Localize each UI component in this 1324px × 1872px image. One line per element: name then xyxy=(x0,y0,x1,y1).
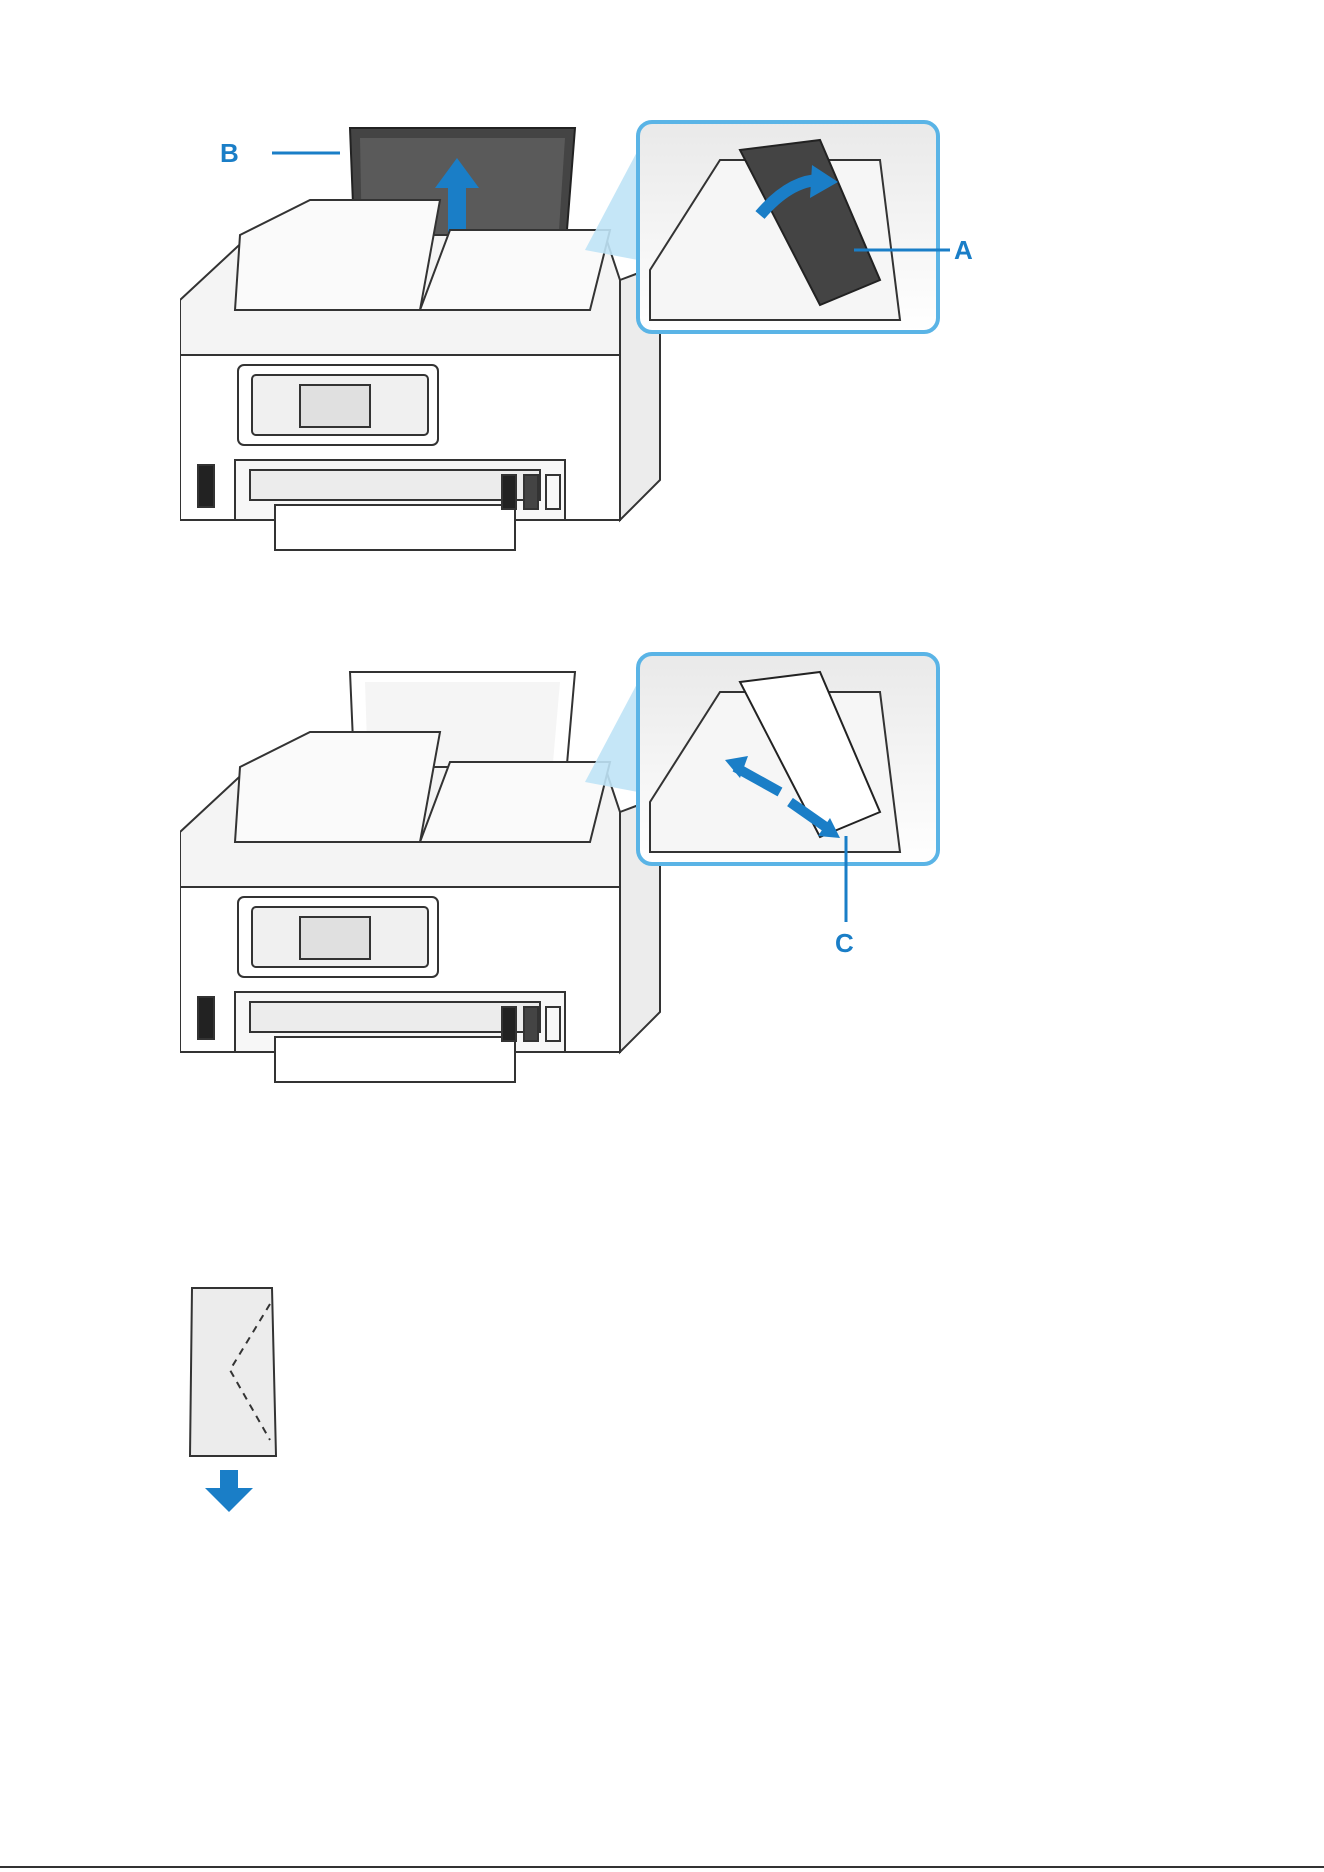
printer-body xyxy=(180,200,660,550)
envelope-illustration xyxy=(180,1280,300,1530)
figure-raise-feed-slot-cover: B A xyxy=(180,120,1080,560)
label-c: C xyxy=(835,928,854,958)
label-a: A xyxy=(954,235,973,265)
zoom-panel-a xyxy=(638,122,938,332)
printer-illustration-1: B A xyxy=(180,120,1080,560)
page-bottom-rule xyxy=(0,1866,1324,1868)
arrow-down-icon xyxy=(205,1470,253,1512)
printer-illustration-2: C xyxy=(180,652,1080,1092)
zoom-panel-c xyxy=(638,654,938,864)
printer-body xyxy=(180,732,660,1082)
figure-envelope-orientation xyxy=(180,1280,300,1530)
label-b: B xyxy=(220,138,239,168)
figure-slide-paper-guides: C xyxy=(180,652,1080,1092)
